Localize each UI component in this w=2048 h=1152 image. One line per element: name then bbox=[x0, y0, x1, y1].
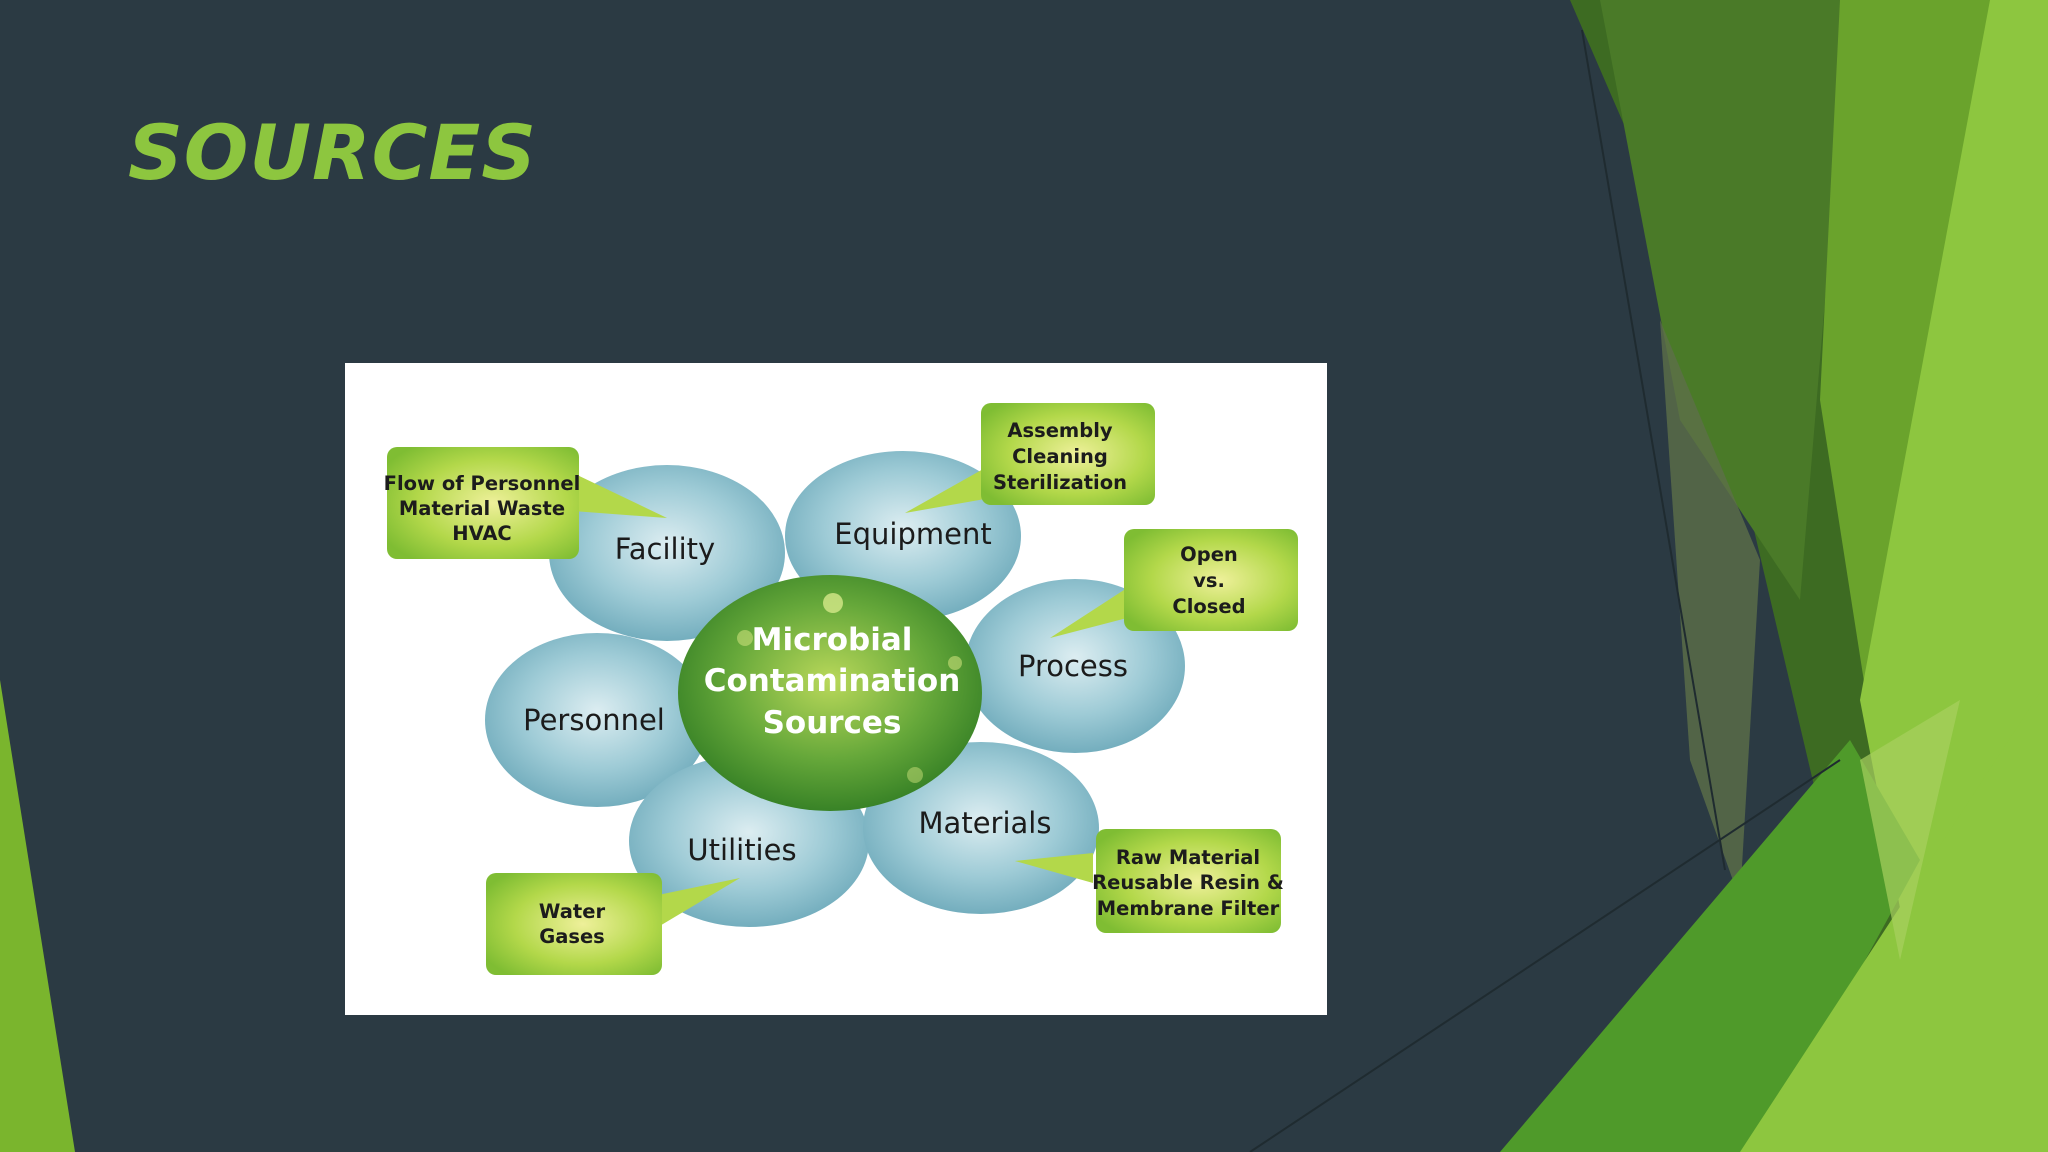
center-label-line: Contamination bbox=[704, 663, 961, 699]
process-callout-pointer bbox=[1050, 588, 1127, 638]
deco-shape bbox=[1600, 0, 1850, 600]
center-label-line: Microbial bbox=[752, 622, 913, 658]
process-callout-line: vs. bbox=[1193, 569, 1225, 592]
equipment-callout-line: Assembly bbox=[1007, 419, 1112, 442]
personnel-bubble bbox=[485, 633, 709, 807]
deco-line bbox=[1249, 759, 1841, 1152]
center-dot bbox=[737, 630, 753, 646]
deco-shape bbox=[1860, 700, 1960, 960]
facility-callout-line: HVAC bbox=[452, 522, 512, 545]
center-bubble bbox=[678, 575, 982, 811]
materials-callout bbox=[1096, 829, 1281, 933]
slide-title: SOURCES bbox=[128, 108, 538, 197]
materials-label: Materials bbox=[919, 806, 1052, 840]
utilities-label: Utilities bbox=[687, 833, 796, 867]
utilities-callout-line: Water bbox=[539, 900, 606, 923]
facility-label: Facility bbox=[615, 532, 715, 566]
facility-callout-pointer bbox=[573, 473, 667, 518]
utilities-callout-pointer bbox=[658, 878, 740, 927]
center-dot bbox=[948, 656, 962, 670]
process-callout bbox=[1124, 529, 1298, 631]
facility-callout bbox=[387, 447, 579, 559]
equipment-callout-pointer bbox=[905, 468, 985, 513]
utilities-callout-line: Gases bbox=[539, 925, 605, 948]
personnel-label: Personnel bbox=[523, 703, 665, 737]
center-dot bbox=[907, 767, 923, 783]
process-callout-line: Closed bbox=[1172, 595, 1245, 618]
utilities-callout bbox=[486, 873, 662, 975]
process-callout-line: Open bbox=[1180, 543, 1238, 566]
deco-shape bbox=[1820, 0, 2000, 720]
center-label-line: Sources bbox=[763, 705, 902, 741]
equipment-callout bbox=[981, 403, 1155, 505]
materials-callout-pointer bbox=[1015, 853, 1093, 883]
diagram-panel: Facility Equipment Process Personnel Uti… bbox=[345, 363, 1327, 1015]
deco-shape bbox=[0, 680, 75, 1152]
equipment-label: Equipment bbox=[834, 517, 991, 551]
facility-callout-line: Material Waste bbox=[399, 497, 565, 520]
contamination-diagram: Facility Equipment Process Personnel Uti… bbox=[384, 403, 1298, 975]
materials-callout-line: Reusable Resin & bbox=[1092, 871, 1284, 894]
materials-callout-line: Membrane Filter bbox=[1097, 897, 1280, 920]
deco-shape bbox=[1660, 320, 1760, 900]
equipment-callout-line: Sterilization bbox=[993, 471, 1127, 494]
deco-line bbox=[1581, 29, 1726, 871]
facility-callout-line: Flow of Personnel bbox=[384, 472, 581, 495]
center-dot bbox=[823, 593, 843, 613]
deco-shape bbox=[1860, 0, 2048, 960]
equipment-callout-line: Cleaning bbox=[1012, 445, 1108, 468]
process-label: Process bbox=[1018, 649, 1128, 683]
materials-callout-line: Raw Material bbox=[1116, 846, 1260, 869]
